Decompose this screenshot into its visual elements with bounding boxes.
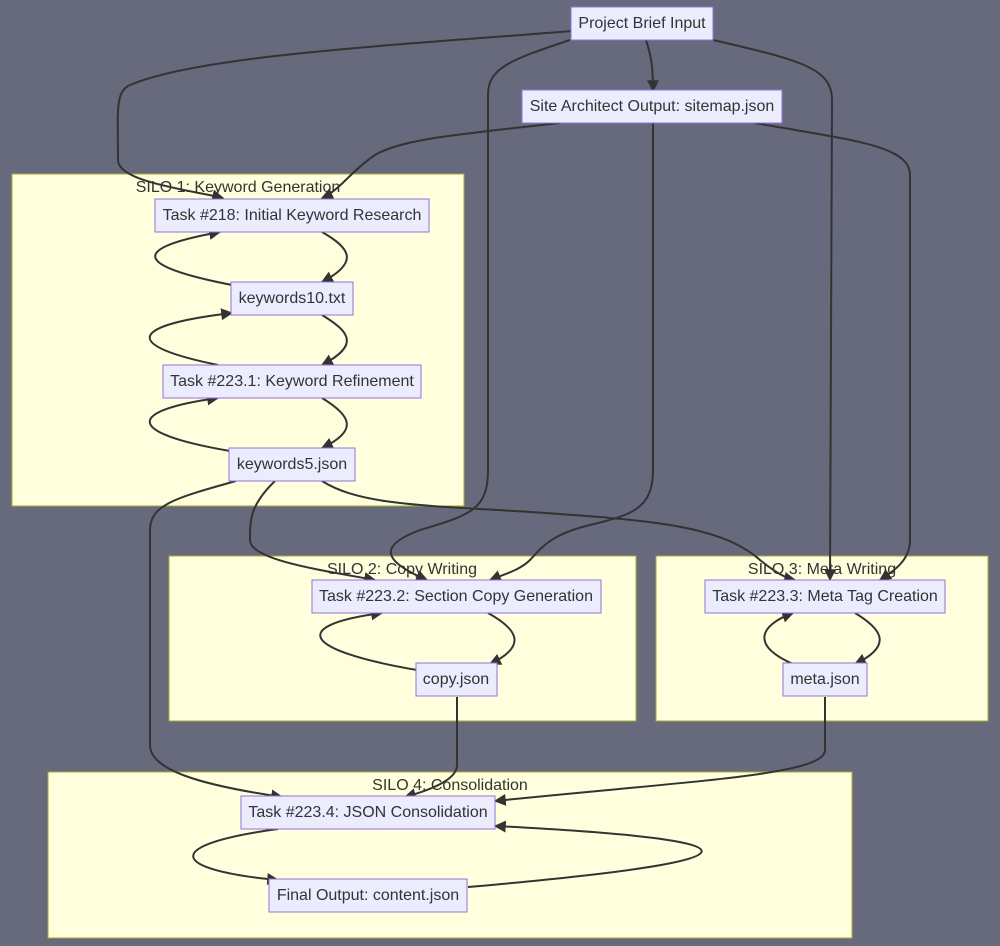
node-meta-json: meta.json [782,662,868,697]
node-label: copy.json [423,671,489,688]
node-keywords10: keywords10.txt [230,281,354,316]
edge-meta-to-task-223-3 [763,611,795,665]
node-task-223-2: Task #223.2: Section Copy Generation [311,579,602,614]
edge-task-223-4-to-final [192,828,280,885]
edge-brief-to-task-223-3 [712,39,837,582]
node-label: keywords10.txt [239,290,346,307]
edges [116,30,911,888]
node-project-brief-input: Project Brief Input [570,6,714,41]
edge-task-223-1-to-keywords5 [320,397,348,449]
edge-brief-to-task-218 [116,30,573,202]
node-label: Task #223.3: Meta Tag Creation [712,588,938,605]
node-site-architect-output: Site Architect Output: sitemap.json [521,89,783,124]
silo-4-label: SILO 4: Consolidation [372,777,528,794]
node-label: Final Output: content.json [277,887,459,904]
edge-brief-to-sitemap [645,39,659,93]
edge-keywords10-to-task-218 [154,228,233,286]
silo-1-label: SILO 1: Keyword Generation [136,179,341,196]
edge-copy-to-task-223-2 [319,608,418,671]
edge-sitemap-to-task-223-3 [754,122,911,581]
edge-sitemap-to-task-218 [320,122,561,200]
edge-copy-to-task-223-4 [403,697,458,800]
node-label: Task #223.1: Keyword Refinement [170,373,414,390]
node-keywords5: keywords5.json [228,447,356,482]
silo-3-label: SILO 3: Meta Writing [748,561,896,578]
edge-keywords10-to-task-223-1 [320,314,348,366]
node-label: Project Brief Input [578,15,706,32]
edge-keywords5-to-task-223-4 [149,480,284,802]
node-copy-json: copy.json [415,662,498,697]
node-task-223-4: Task #223.4: JSON Consolidation [240,795,496,830]
node-label: meta.json [790,671,859,688]
edge-task-223-3-to-meta [853,612,881,665]
edge-keywords5-to-task-223-1 [149,393,231,452]
node-label: Task #223.4: JSON Consolidation [248,804,487,821]
node-task-223-3: Task #223.3: Meta Tag Creation [704,579,946,614]
node-label: Task #223.2: Section Copy Generation [319,588,593,605]
edge-sitemap-to-task-223-2 [488,123,654,582]
edge-task-223-1-to-keywords10 [149,308,234,366]
node-final-output: Final Output: content.json [268,878,468,913]
edge-brief-to-task-223-2 [389,39,571,582]
edge-keywords5-to-task-223-3 [321,480,797,584]
node-task-223-1: Task #223.1: Keyword Refinement [162,364,422,399]
node-label: Site Architect Output: sitemap.json [530,98,775,115]
node-task-218: Task #218: Initial Keyword Research [154,198,430,233]
edge-task-218-to-keywords10 [320,231,348,283]
edge-keywords5-to-task-223-2 [248,480,377,584]
edge-final-to-task-223-4 [467,820,703,888]
node-label: Task #218: Initial Keyword Research [163,207,422,224]
edge-meta-to-task-223-4 [493,697,826,806]
node-label: keywords5.json [237,456,347,473]
edge-task-223-2-to-copy [487,612,516,665]
